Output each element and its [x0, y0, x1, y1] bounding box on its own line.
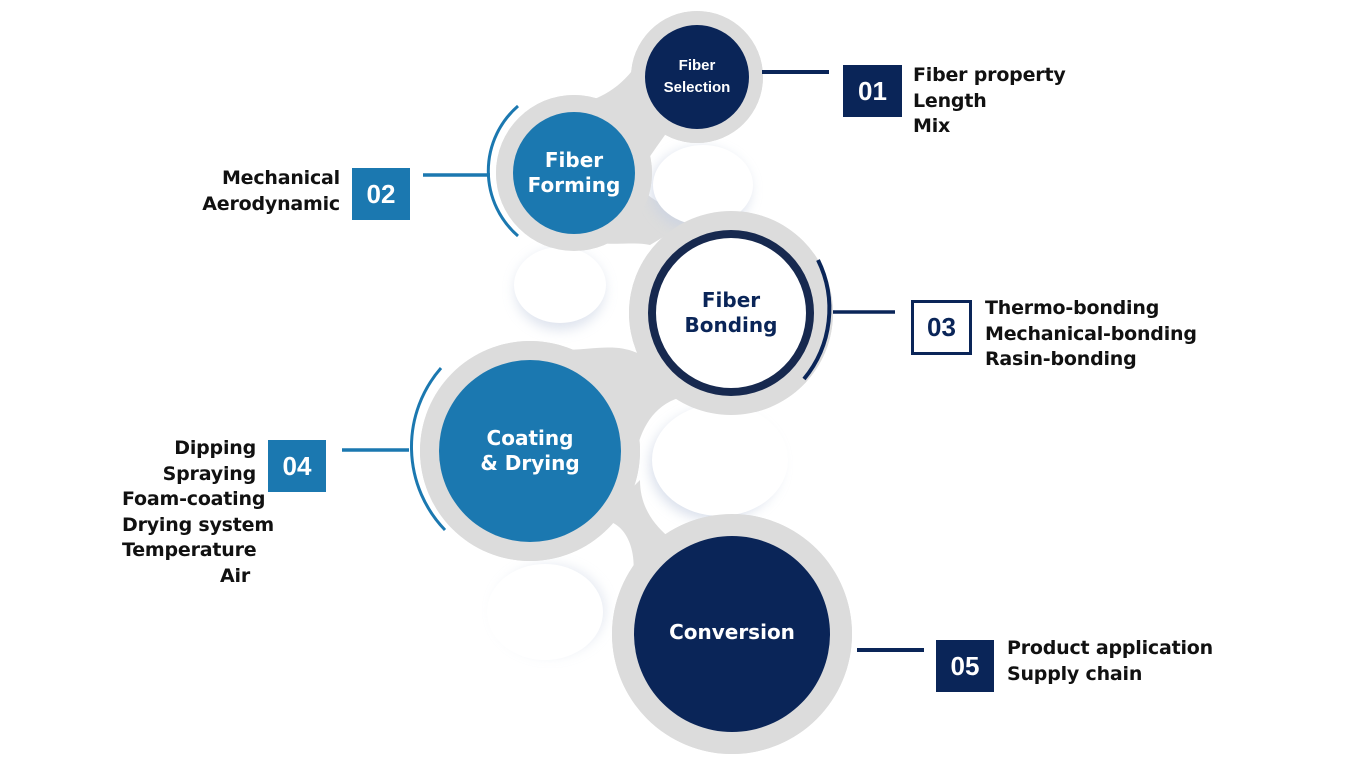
stage-title-fiber-bonding: Fiber Bonding [652, 234, 810, 392]
stage-title-conversion: Conversion [634, 536, 830, 728]
stage-title-line: Bonding [684, 313, 778, 337]
notches [435, 50, 788, 660]
notch [514, 247, 606, 323]
detail-item: Rasin-bonding [985, 348, 1137, 370]
notch [652, 404, 788, 516]
detail-item: Temperature [122, 539, 257, 561]
stage-title-line: & Drying [480, 451, 580, 475]
detail-item: Thermo-bonding [985, 297, 1160, 319]
stage-circle-fiber-forming [513, 112, 635, 234]
details-fiber-selection: Fiber property Length Mix [913, 63, 1066, 140]
step-badge-03: 03 [911, 300, 972, 355]
step-badge-05: 05 [936, 640, 994, 692]
detail-item: Product application [1007, 637, 1213, 659]
stage-title-line: Selection [663, 78, 731, 96]
stage-circle-conversion [634, 536, 830, 732]
stage-title-fiber-selection: Fiber Selection [645, 25, 749, 129]
stage-circle-coating-drying [439, 360, 621, 542]
arc-fiber-bonding [802, 259, 832, 381]
details-fiber-bonding: Thermo-bonding Mechanical-bonding Rasin-… [985, 296, 1197, 373]
detail-item: Length [913, 89, 987, 112]
stage-title-line: Coating [486, 426, 574, 450]
detail-item: Mechanical-bonding [985, 322, 1197, 345]
stage-circle-fiber-bonding [648, 230, 814, 396]
stage-title-fiber-forming: Fiber Forming [513, 112, 635, 234]
notch [487, 564, 603, 660]
detail-item: Spraying [162, 462, 257, 485]
detail-item: Supply chain [1007, 662, 1143, 685]
step-badge-01: 01 [843, 65, 902, 117]
detail-item: Aerodynamic [202, 192, 340, 215]
details-conversion: Product application Supply chain [1007, 636, 1213, 687]
details-fiber-forming: Mechanical Aerodynamic [202, 166, 340, 217]
detail-item: Foam-coating [122, 488, 266, 510]
arc-fiber-forming [486, 104, 519, 238]
detail-item: Air [220, 564, 250, 587]
detail-item: Mix [913, 115, 951, 137]
stage-circle-fiber-selection [645, 25, 749, 129]
stage-title-line: Conversion [669, 619, 795, 644]
stage-title-coating-drying: Coating & Drying [439, 360, 621, 542]
stage-title-line: Fiber [678, 56, 716, 74]
step-badge-02: 02 [352, 168, 410, 220]
stage-title-line: Forming [527, 173, 621, 197]
details-coating-drying: Dipping Spraying Foam-coating Drying sys… [122, 436, 274, 589]
notch [653, 145, 753, 225]
detail-item: Drying system [122, 513, 274, 536]
stage-title-line: Fiber [701, 288, 761, 312]
detail-item: Dipping [174, 437, 256, 459]
notch [435, 50, 515, 130]
stage-title-line: Fiber [544, 148, 604, 172]
step-badge-04: 04 [268, 440, 326, 492]
detail-item: Mechanical [221, 167, 340, 189]
arc-coating-drying [410, 367, 447, 532]
detail-item: Fiber property [913, 64, 1066, 86]
